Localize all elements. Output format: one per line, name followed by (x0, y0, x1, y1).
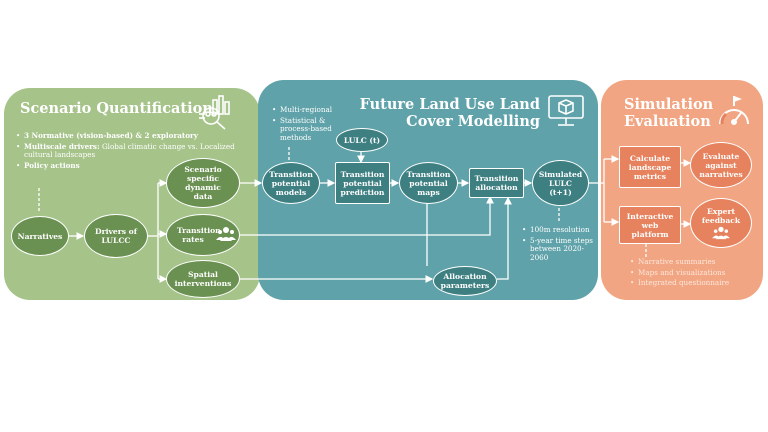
computer-cube-icon (548, 95, 584, 126)
people-group-icon (712, 226, 730, 240)
gauge-flag-icon (719, 96, 749, 125)
bullet-policy: Policy actions (24, 160, 80, 170)
evaluation-bullets: Narrative summaries Maps and visualizati… (630, 257, 760, 290)
node-web-platform: Interactive web platform (619, 206, 681, 244)
expert-feedback-label: Expert feedback (701, 207, 741, 225)
node-scenario-data: Scenario specific dynamic data (166, 158, 240, 208)
modelling-title-line2: Cover Modelling (406, 113, 540, 130)
bullet-maps-visualizations: Maps and visualizations (630, 268, 760, 278)
modelling-notes: 100m resolution 5-year time steps betwee… (522, 225, 596, 264)
people-search-chart-icon (199, 95, 230, 130)
evaluation-title: Simulation Evaluation (624, 96, 713, 130)
bullet-multi-regional: Multi-regional (272, 105, 342, 115)
evaluation-title-line1: Simulation (624, 96, 714, 113)
modelling-title: Future Land Use Land Cover Modelling (340, 96, 540, 130)
node-lulc-t: LULC (t) (336, 128, 388, 152)
node-calculate-metrics: Calculate landscape metrics (619, 146, 681, 188)
evaluation-title-line2: Evaluation (624, 113, 711, 130)
node-narratives: Narratives (11, 216, 69, 256)
scenario-title: Scenario Quantification (20, 100, 213, 117)
bullet-narrative-summaries: Narrative summaries (630, 257, 760, 267)
bullet-multiscale-detail: Global climatic change vs. Localized cul… (24, 141, 235, 160)
bullet-questionnaire: Integrated questionnaire (630, 279, 760, 288)
note-time-steps: 5-year time steps between 2020-2060 (522, 236, 596, 263)
node-evaluate-narratives: Evaluate against narratives (690, 142, 752, 188)
node-tp-prediction: Transition potential prediction (335, 162, 390, 204)
node-transition-rates: Transition rates (166, 214, 240, 256)
node-transition-allocation: Transition allocation (469, 168, 524, 198)
people-group-icon (216, 227, 236, 241)
node-simulated-lulc: Simulated LULC (t+1) (532, 160, 589, 206)
note-resolution: 100m resolution (522, 225, 596, 235)
bullet-methods: Statistical & process-based methods (272, 116, 342, 143)
bullet-multiscale: Multiscale drivers: (24, 141, 100, 151)
arrow-params-allocation (497, 196, 512, 280)
node-spatial-interventions: Spatial interventions (166, 260, 240, 298)
node-expert-feedback: Expert feedback (690, 198, 752, 248)
node-tp-maps: Transition potential maps (399, 162, 458, 204)
bullet-normative: 3 Normative (vision-based) & 2 explorato… (24, 131, 198, 140)
node-allocation-parameters: Allocation parameters (433, 266, 497, 296)
scenario-bullets: 3 Normative (vision-based) & 2 explorato… (16, 131, 236, 172)
transition-rates-label: Transition rates (177, 226, 221, 244)
modelling-title-line1: Future Land Use Land (359, 96, 540, 113)
arrow-rates-allocation (240, 195, 494, 236)
node-drivers-lulcc: Drivers of LULCC (84, 214, 148, 258)
node-tp-models: Transition potential models (262, 162, 320, 204)
modelling-bullets: Multi-regional Statistical & process-bas… (272, 105, 342, 144)
